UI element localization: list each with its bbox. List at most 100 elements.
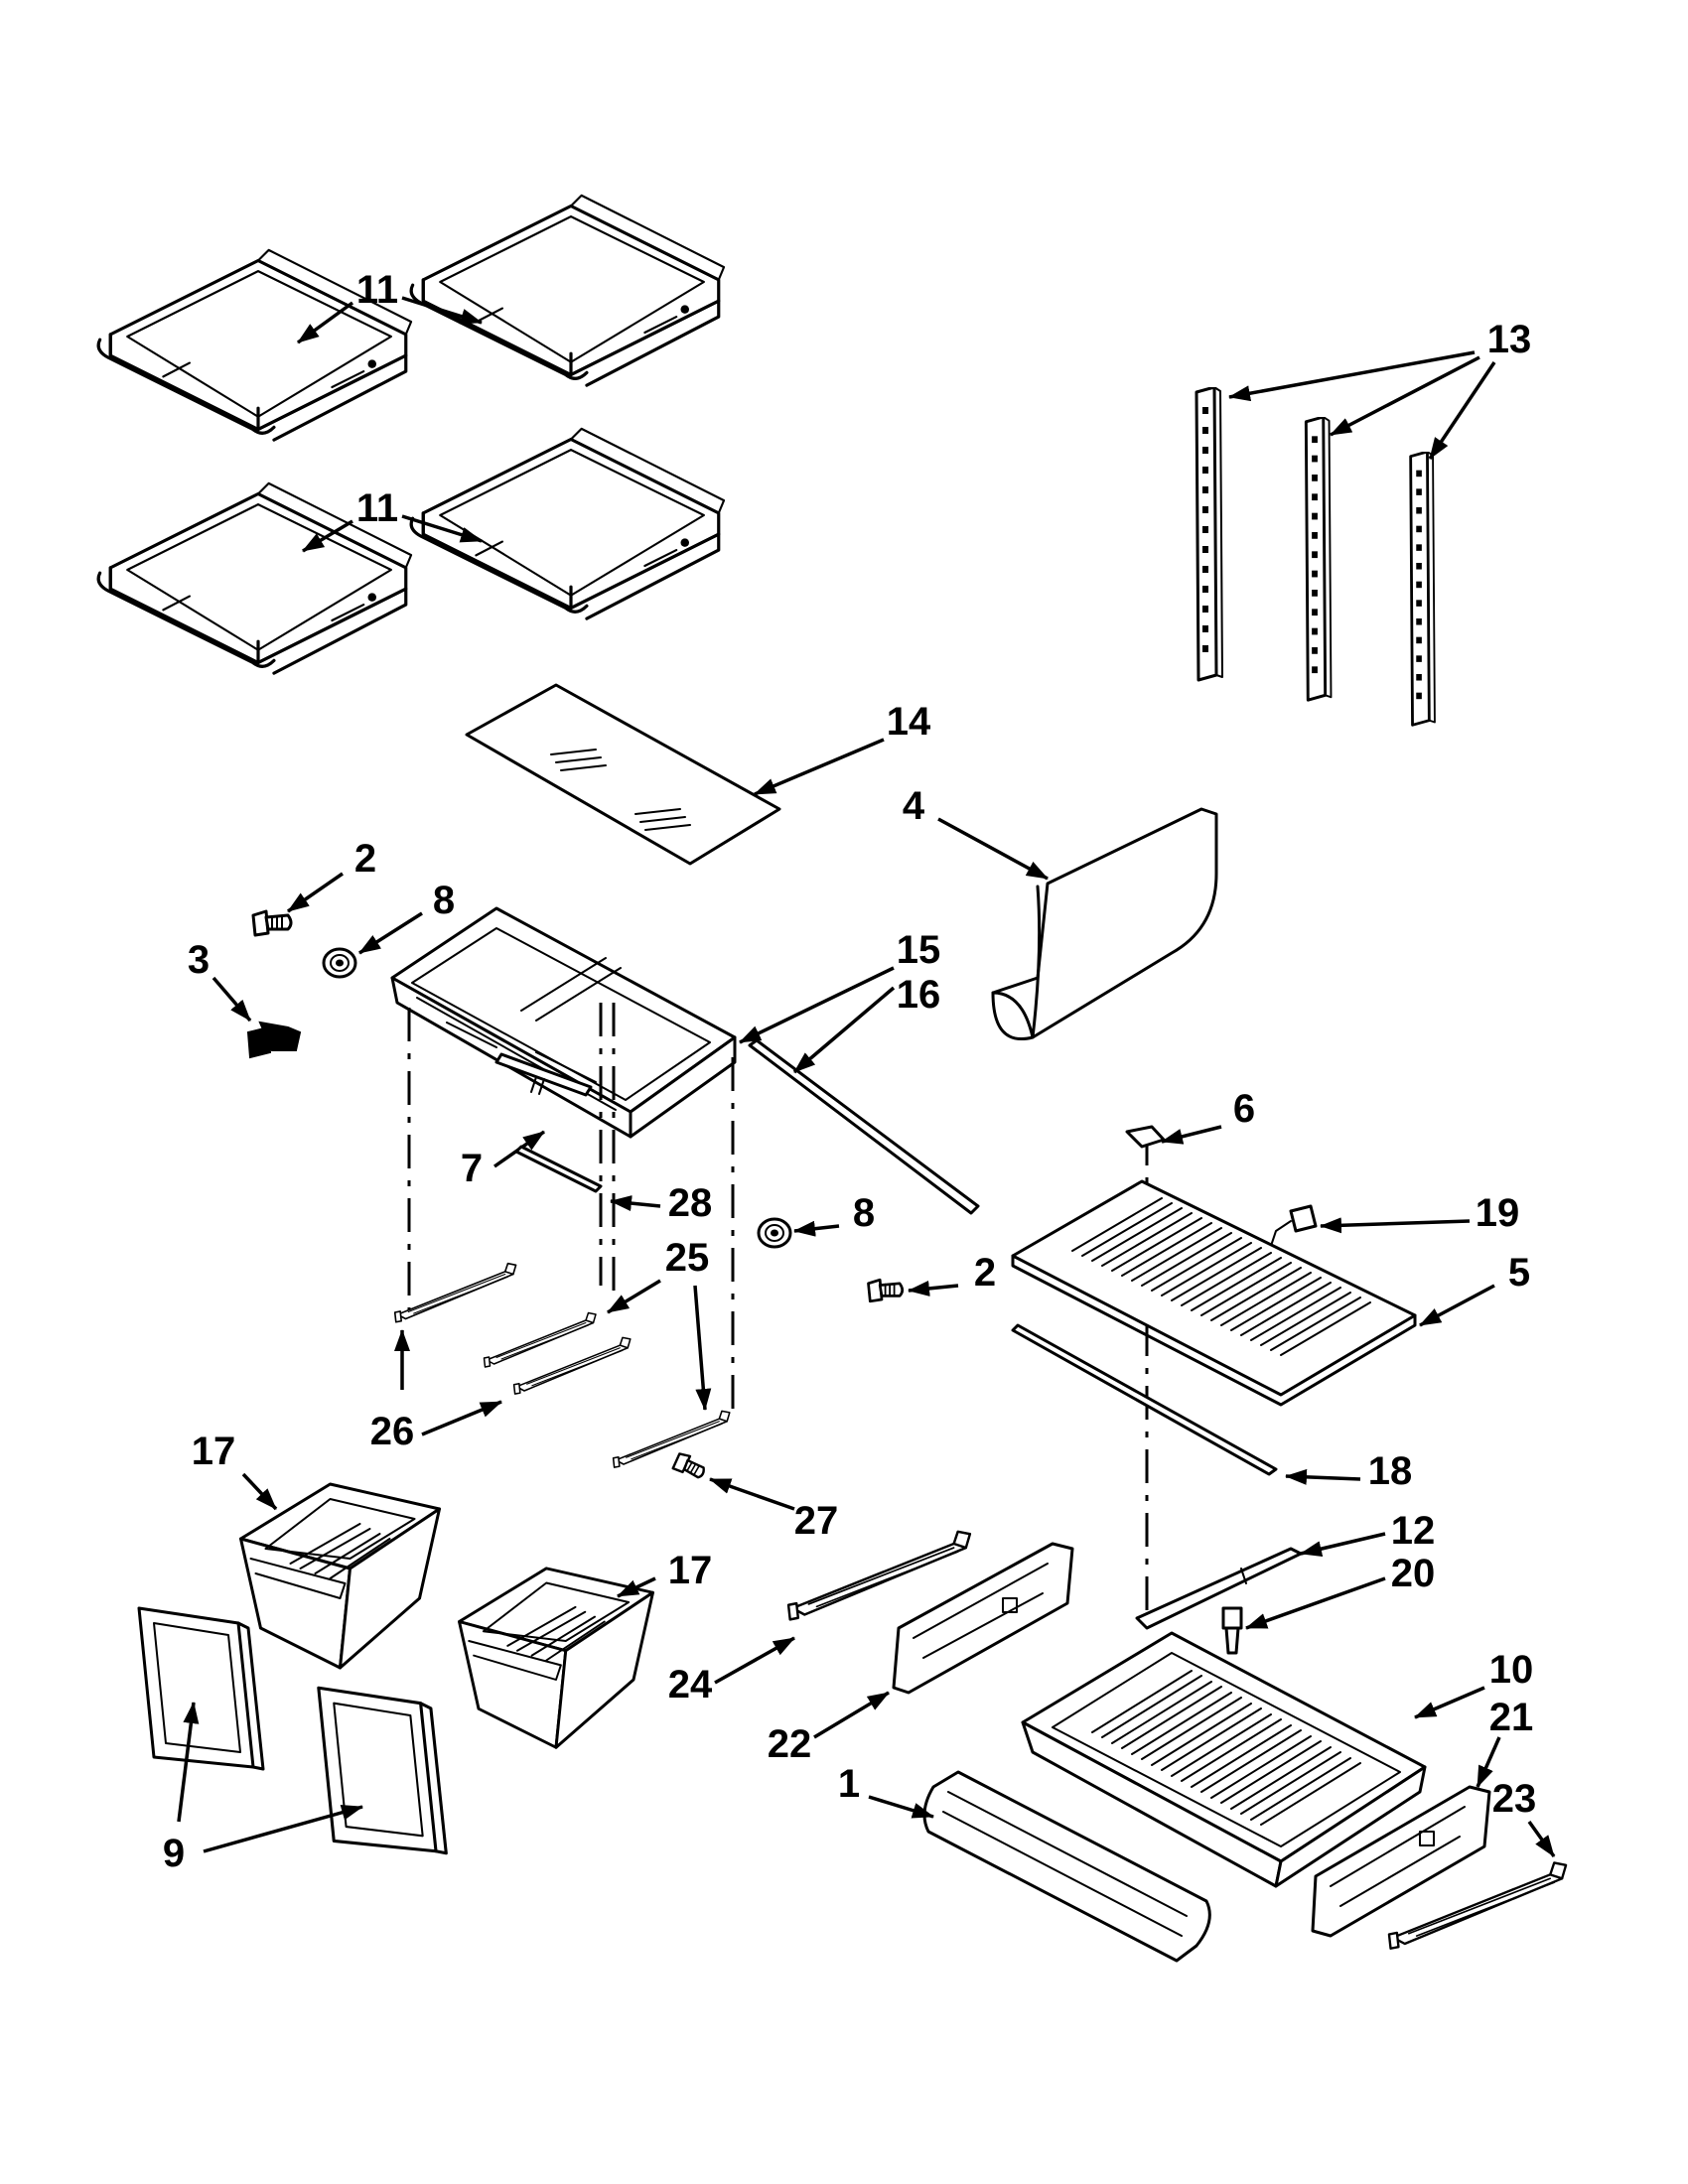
screw-2-upper [251, 909, 293, 937]
cover-4-group: 4 [903, 784, 1218, 1040]
callout-2-lower: 2 [974, 1251, 996, 1295]
arrow-22 [813, 1691, 890, 1739]
shelf-11-d [409, 427, 726, 620]
arrow-11-a [296, 301, 354, 344]
callout-6: 6 [1233, 1087, 1255, 1131]
part-6-group: 6 [1125, 1087, 1255, 1149]
callout-13: 13 [1487, 318, 1532, 361]
arrow-17-b [617, 1576, 656, 1598]
slide-26-group: 26 [370, 1262, 517, 1453]
pan-10-group: 10 [1021, 1631, 1533, 1888]
callout-19: 19 [1476, 1191, 1520, 1235]
shelf-5-group: 5 [1011, 1179, 1530, 1407]
screw-20-group: 20 [1221, 1552, 1436, 1655]
arrow-26-b [421, 1400, 502, 1436]
arrow-5 [1419, 1284, 1495, 1327]
bracket-21 [1311, 1785, 1491, 1938]
divider-7-group: 7 [461, 1052, 593, 1190]
cover-4 [991, 807, 1218, 1040]
frame-15-group: 15 [390, 906, 941, 1139]
arrow-24 [714, 1636, 795, 1685]
strip-28 [514, 1145, 603, 1193]
bracket-12-group: 12 [1135, 1509, 1436, 1630]
trim-16 [748, 1038, 980, 1215]
arrow-13-b [1330, 355, 1480, 437]
window-9-group: 9 [137, 1606, 448, 1875]
arrow-13-c [1428, 361, 1496, 460]
shelf-11-b [409, 194, 726, 387]
arrow-10 [1414, 1686, 1485, 1719]
callout-27: 27 [794, 1499, 839, 1543]
arrow-3 [211, 976, 252, 1023]
callout-22: 22 [768, 1722, 812, 1766]
slide-25-group: 25 [483, 1236, 731, 1468]
callout-11-bottom: 11 [356, 486, 398, 530]
arrow-25-b [693, 1285, 712, 1411]
rail-13-c [1409, 452, 1437, 727]
arrow-12 [1300, 1532, 1386, 1557]
callout-12: 12 [1391, 1509, 1436, 1553]
roller-8-lower-group: 8 [757, 1191, 875, 1249]
callout-1: 1 [838, 1762, 860, 1806]
arrow-13-a [1228, 350, 1476, 402]
callout-16: 16 [897, 973, 941, 1017]
part-19 [1289, 1204, 1318, 1233]
drawer-17-group: 17 17 [192, 1430, 713, 1749]
callout-23: 23 [1492, 1777, 1537, 1821]
callout-18: 18 [1368, 1449, 1413, 1493]
callout-3: 3 [188, 938, 210, 982]
bracket-22 [892, 1542, 1074, 1695]
slide-24-group: 24 [668, 1530, 972, 1706]
trim-18-group: 18 [1011, 1323, 1413, 1493]
callout-25: 25 [665, 1236, 710, 1280]
glass-14-group: 14 [465, 683, 931, 866]
roller-8-lower [757, 1217, 792, 1249]
window-9-b [317, 1686, 448, 1855]
arrow-15 [739, 966, 895, 1044]
part-19-group: 19 [1270, 1191, 1520, 1247]
arrow-6 [1161, 1125, 1222, 1145]
bracket-21-group: 21 [1311, 1696, 1534, 1938]
arrow-9-a [177, 1702, 200, 1823]
arrow-8-upper [358, 911, 423, 955]
screw-27 [670, 1449, 709, 1484]
callout-24: 24 [668, 1663, 713, 1706]
screw-2-upper-group: 2 [251, 837, 376, 937]
arrow-11-d [401, 514, 483, 543]
arrow-2-lower [908, 1280, 959, 1297]
slide-25-c [612, 1410, 731, 1468]
arrow-1 [868, 1795, 934, 1819]
arrow-28 [610, 1195, 661, 1212]
window-9-a [137, 1606, 265, 1771]
trim-18 [1011, 1323, 1278, 1476]
arrow-8-lower [793, 1220, 840, 1237]
divider-7 [494, 1052, 593, 1097]
front-1-group: 1 [838, 1762, 1211, 1963]
arrow-11-b [401, 296, 483, 325]
callout-14: 14 [887, 700, 931, 744]
callout-21: 21 [1489, 1696, 1534, 1739]
callout-4: 4 [903, 784, 925, 828]
screw-2-lower-group: 2 [867, 1251, 996, 1303]
alignment-lines [407, 1003, 1149, 1633]
arrow-20 [1245, 1576, 1386, 1630]
slide-25-a [483, 1311, 597, 1368]
glass-14 [465, 683, 781, 866]
callout-20: 20 [1391, 1552, 1436, 1595]
callout-8-lower: 8 [853, 1191, 875, 1235]
arrow-17-a [241, 1472, 278, 1511]
roller-8-upper [322, 947, 357, 979]
strip-28-group: 28 [514, 1145, 713, 1225]
arrow-4 [937, 817, 1049, 881]
arrow-21 [1476, 1736, 1501, 1788]
callout-15: 15 [897, 928, 941, 972]
trim-16-group: 16 [748, 973, 980, 1215]
bracket-22-group: 22 [768, 1542, 1074, 1766]
roller-8-upper-group: 8 [322, 879, 455, 979]
callout-28: 28 [668, 1181, 713, 1225]
callout-5: 5 [1508, 1251, 1530, 1295]
callout-17-b: 17 [668, 1549, 713, 1592]
arrow-2-upper [287, 872, 344, 913]
part-6 [1125, 1125, 1166, 1149]
